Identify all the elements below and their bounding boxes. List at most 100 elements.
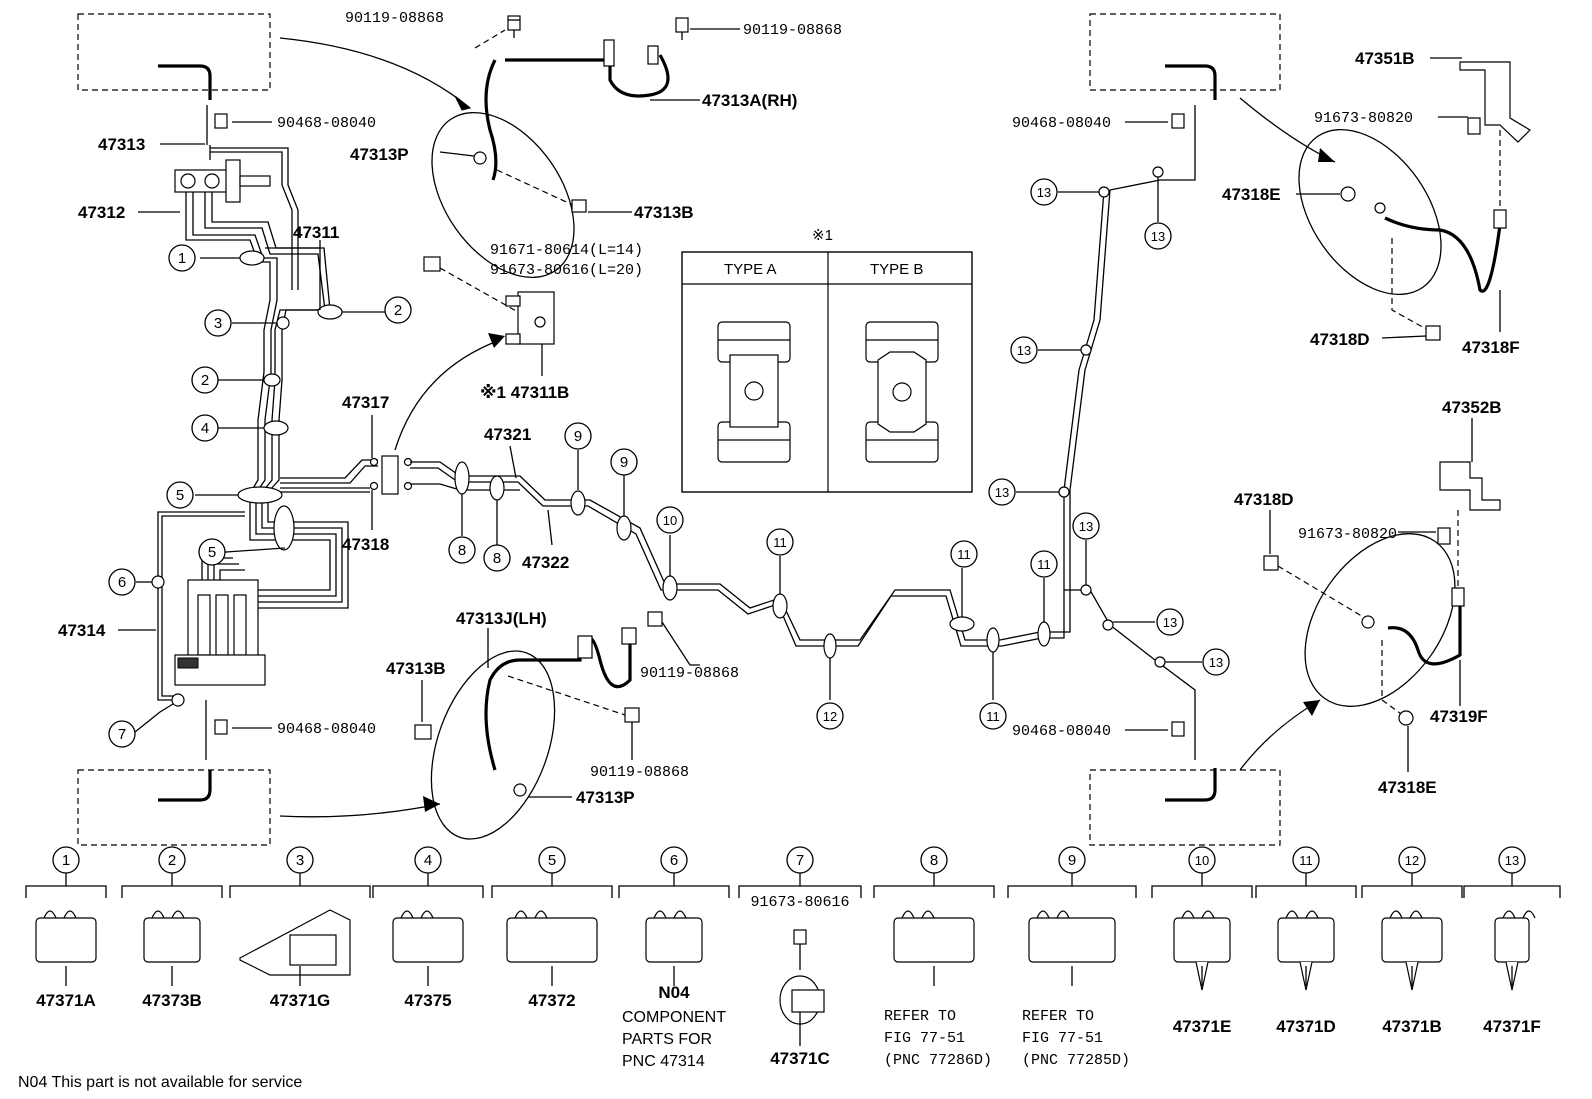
legend-part-number: 47371G [270, 991, 331, 1010]
label-90119-08868-a: 90119-08868 [345, 10, 444, 27]
legend-callout-1: 1 [52, 846, 80, 874]
callout-number: 11 [986, 709, 1000, 724]
label-47318D-top: 47318D [1310, 330, 1370, 349]
callout-10: 10 [656, 506, 684, 534]
callout-13: 13 [1072, 512, 1100, 540]
clip-icon [1171, 113, 1185, 129]
legend-item-1: 1 47371A [25, 846, 107, 1010]
label-47318D-bot: 47318D [1234, 490, 1294, 509]
legend-part-number: 47371F [1483, 1017, 1541, 1036]
wheel-box-front-right [1089, 13, 1281, 91]
clip-part-icon [506, 910, 598, 963]
hose-47318F [1384, 216, 1502, 293]
callout-number: 5 [176, 487, 184, 504]
bolt-icon [1437, 527, 1451, 545]
bolt-icon [571, 199, 587, 213]
master-cylinder [174, 159, 271, 203]
legend-callout-10: 10 [1188, 846, 1216, 874]
bolt-icon [423, 256, 441, 272]
legend-note: PNC 47314 [622, 1053, 705, 1070]
arrow-rr [1239, 699, 1321, 771]
bolt-icon [507, 15, 521, 38]
callout-number: 11 [1299, 853, 1313, 868]
callout-number: 13 [1505, 853, 1519, 868]
callout-number: 4 [201, 420, 209, 437]
legend-note: FIG 77-51 [884, 1030, 965, 1047]
callout-number: 6 [118, 574, 126, 591]
wheel-circle-rr [1304, 533, 1456, 707]
callout-number: 11 [957, 547, 971, 562]
legend-part-number: 47373B [142, 991, 202, 1010]
callout-number: 11 [1037, 557, 1051, 572]
legend-item-11: 11 47371D [1255, 846, 1357, 1036]
label-47313J-LH: 47313J(LH) [456, 609, 547, 628]
callout-number: 3 [214, 315, 222, 332]
callout-13: 13 [1030, 178, 1058, 206]
wheel-box-front-left [77, 13, 271, 91]
legend-bolt-number: 91673-80616 [750, 894, 849, 911]
callout-2: 2 [191, 366, 219, 394]
pipe-stub-fr [1165, 64, 1217, 100]
label-47352B: 47352B [1442, 398, 1502, 417]
wheel-box-rear-left [77, 769, 271, 846]
label-47318F: 47318F [1462, 338, 1520, 357]
callout-12: 12 [816, 702, 844, 730]
callout-number: 2 [394, 302, 402, 319]
legend-callout-3: 3 [286, 846, 314, 874]
label-91671-80614: 91671-80614(L=14) [490, 242, 643, 259]
footnote: N04 This part is not available for servi… [18, 1074, 302, 1091]
callout-number: 8 [458, 542, 466, 559]
callout-13: 13 [1156, 608, 1184, 636]
label-47313B-bot: 47313B [386, 659, 446, 678]
label-90119-08868-b: 90119-08868 [743, 22, 842, 39]
callout-5: 5 [198, 538, 226, 566]
label-type-b: TYPE B [870, 261, 923, 278]
label-47351B: 47351B [1355, 49, 1415, 68]
legend-part-number: 47371D [1276, 1017, 1336, 1036]
callout-11: 11 [766, 528, 794, 556]
wheel-circle-fl [431, 111, 575, 279]
legend-callout-7: 7 [786, 846, 814, 874]
callout-number: 13 [1079, 519, 1093, 534]
callout-number: 2 [168, 852, 176, 869]
pipe-stub-rl [158, 770, 212, 802]
callout-number: 1 [178, 250, 186, 267]
pipe-stub-fl [158, 64, 212, 100]
bracket-47352B [1439, 461, 1501, 511]
bolt-icon [1467, 117, 1481, 135]
callout-number: 12 [1405, 853, 1419, 868]
callout-number: 9 [574, 428, 582, 445]
legend-part-number: 47371E [1173, 1017, 1232, 1036]
callout-7: 7 [108, 720, 136, 748]
label-90468-08040-tr: 90468-08040 [1012, 115, 1111, 132]
label-47313P-bot: 47313P [576, 788, 635, 807]
label-47314: 47314 [58, 621, 106, 640]
legend-part-number: 47375 [404, 991, 451, 1010]
legend-item-3: 3 47371G [229, 846, 371, 1010]
label-47312: 47312 [78, 203, 125, 222]
callout-9: 9 [564, 422, 592, 450]
clip-part-icon [1028, 910, 1116, 963]
pipe-stub-rr [1165, 768, 1217, 802]
callout-number: 9 [620, 454, 628, 471]
legend-callout-6: 6 [660, 846, 688, 874]
underbody-tubes [410, 105, 1196, 760]
legend-part-number: 47371C [770, 1049, 830, 1068]
callout-number: 8 [493, 550, 501, 567]
clip-icon [214, 113, 228, 129]
legend-note: COMPONENT [622, 1009, 726, 1026]
callout-number: 7 [118, 726, 126, 743]
callout-number: 6 [670, 852, 678, 869]
legend-callout-13: 13 [1498, 846, 1526, 874]
legend-callout-5: 5 [538, 846, 566, 874]
label-91673-80820-rb: 91673-80820 [1298, 526, 1397, 543]
legend-note: (PNC 77285D) [1022, 1052, 1130, 1069]
legend-part-number: 47371A [36, 991, 96, 1010]
legend-item-2: 2 47373B [121, 846, 223, 1010]
clip-part-icon [392, 910, 464, 963]
